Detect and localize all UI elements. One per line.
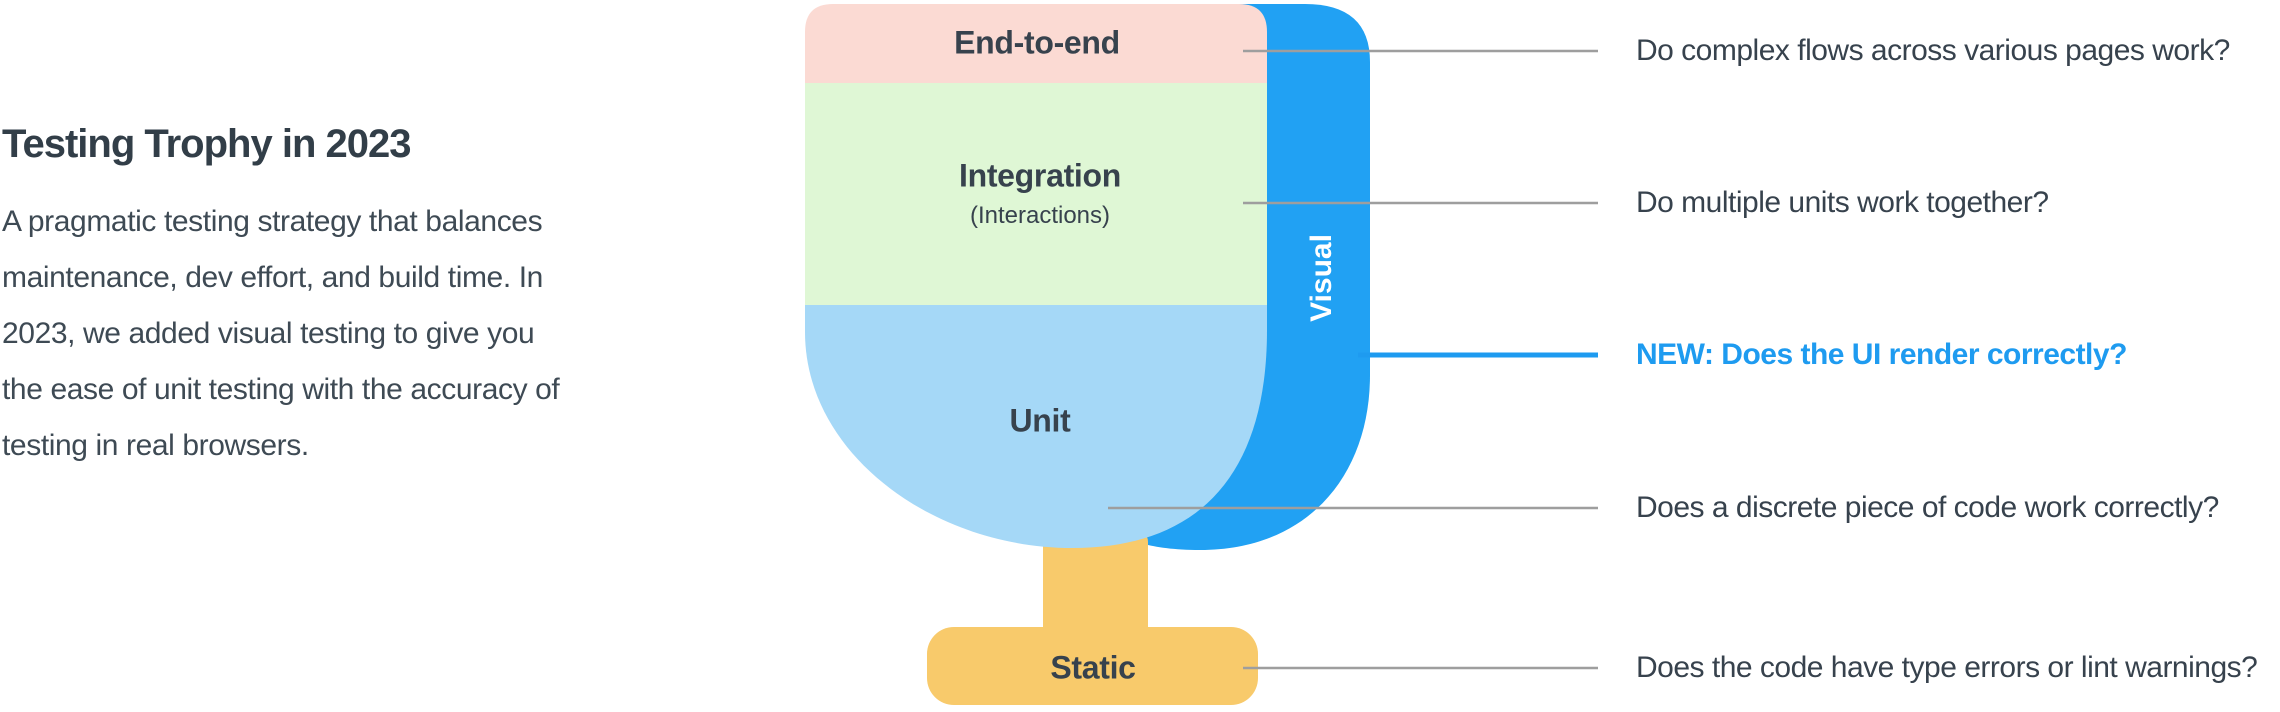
annotation-unit: Does a discrete piece of code work corre… xyxy=(1636,491,2219,524)
layer-label-end-to-end: End-to-end xyxy=(954,24,1120,61)
intro-paragraph: A pragmatic testing strategy that balanc… xyxy=(2,194,560,474)
band-label-visual: Visual xyxy=(1305,234,1338,322)
intro-paragraph-line: the ease of unit testing with the accura… xyxy=(2,373,560,406)
page-title: Testing Trophy in 2023 xyxy=(2,122,411,166)
layer-label-integration: Integration xyxy=(958,157,1122,194)
layer-sublabel-interactions: (Interactions) xyxy=(969,202,1111,229)
intro-paragraph-line: testing in real browsers. xyxy=(2,429,309,462)
static-base-shape xyxy=(927,627,1258,705)
intro-paragraph-line: maintenance, dev effort, and build time.… xyxy=(2,261,543,294)
layer-label-unit: Unit xyxy=(1009,402,1071,439)
annotation-integration: Do multiple units work together? xyxy=(1636,186,2049,219)
intro-paragraph-line: A pragmatic testing strategy that balanc… xyxy=(2,205,543,238)
layer-label-static: Static xyxy=(1050,649,1136,686)
annotation-end-to-end: Do complex flows across various pages wo… xyxy=(1636,34,2230,67)
layer-integration-fill xyxy=(805,83,1267,305)
annotation-visual-new: NEW: Does the UI render correctly? xyxy=(1636,338,2127,371)
intro-paragraph-line: 2023, we added visual testing to give yo… xyxy=(2,317,535,350)
annotation-static: Does the code have type errors or lint w… xyxy=(1636,651,2258,684)
layer-end-to-end-fill xyxy=(805,4,1267,83)
